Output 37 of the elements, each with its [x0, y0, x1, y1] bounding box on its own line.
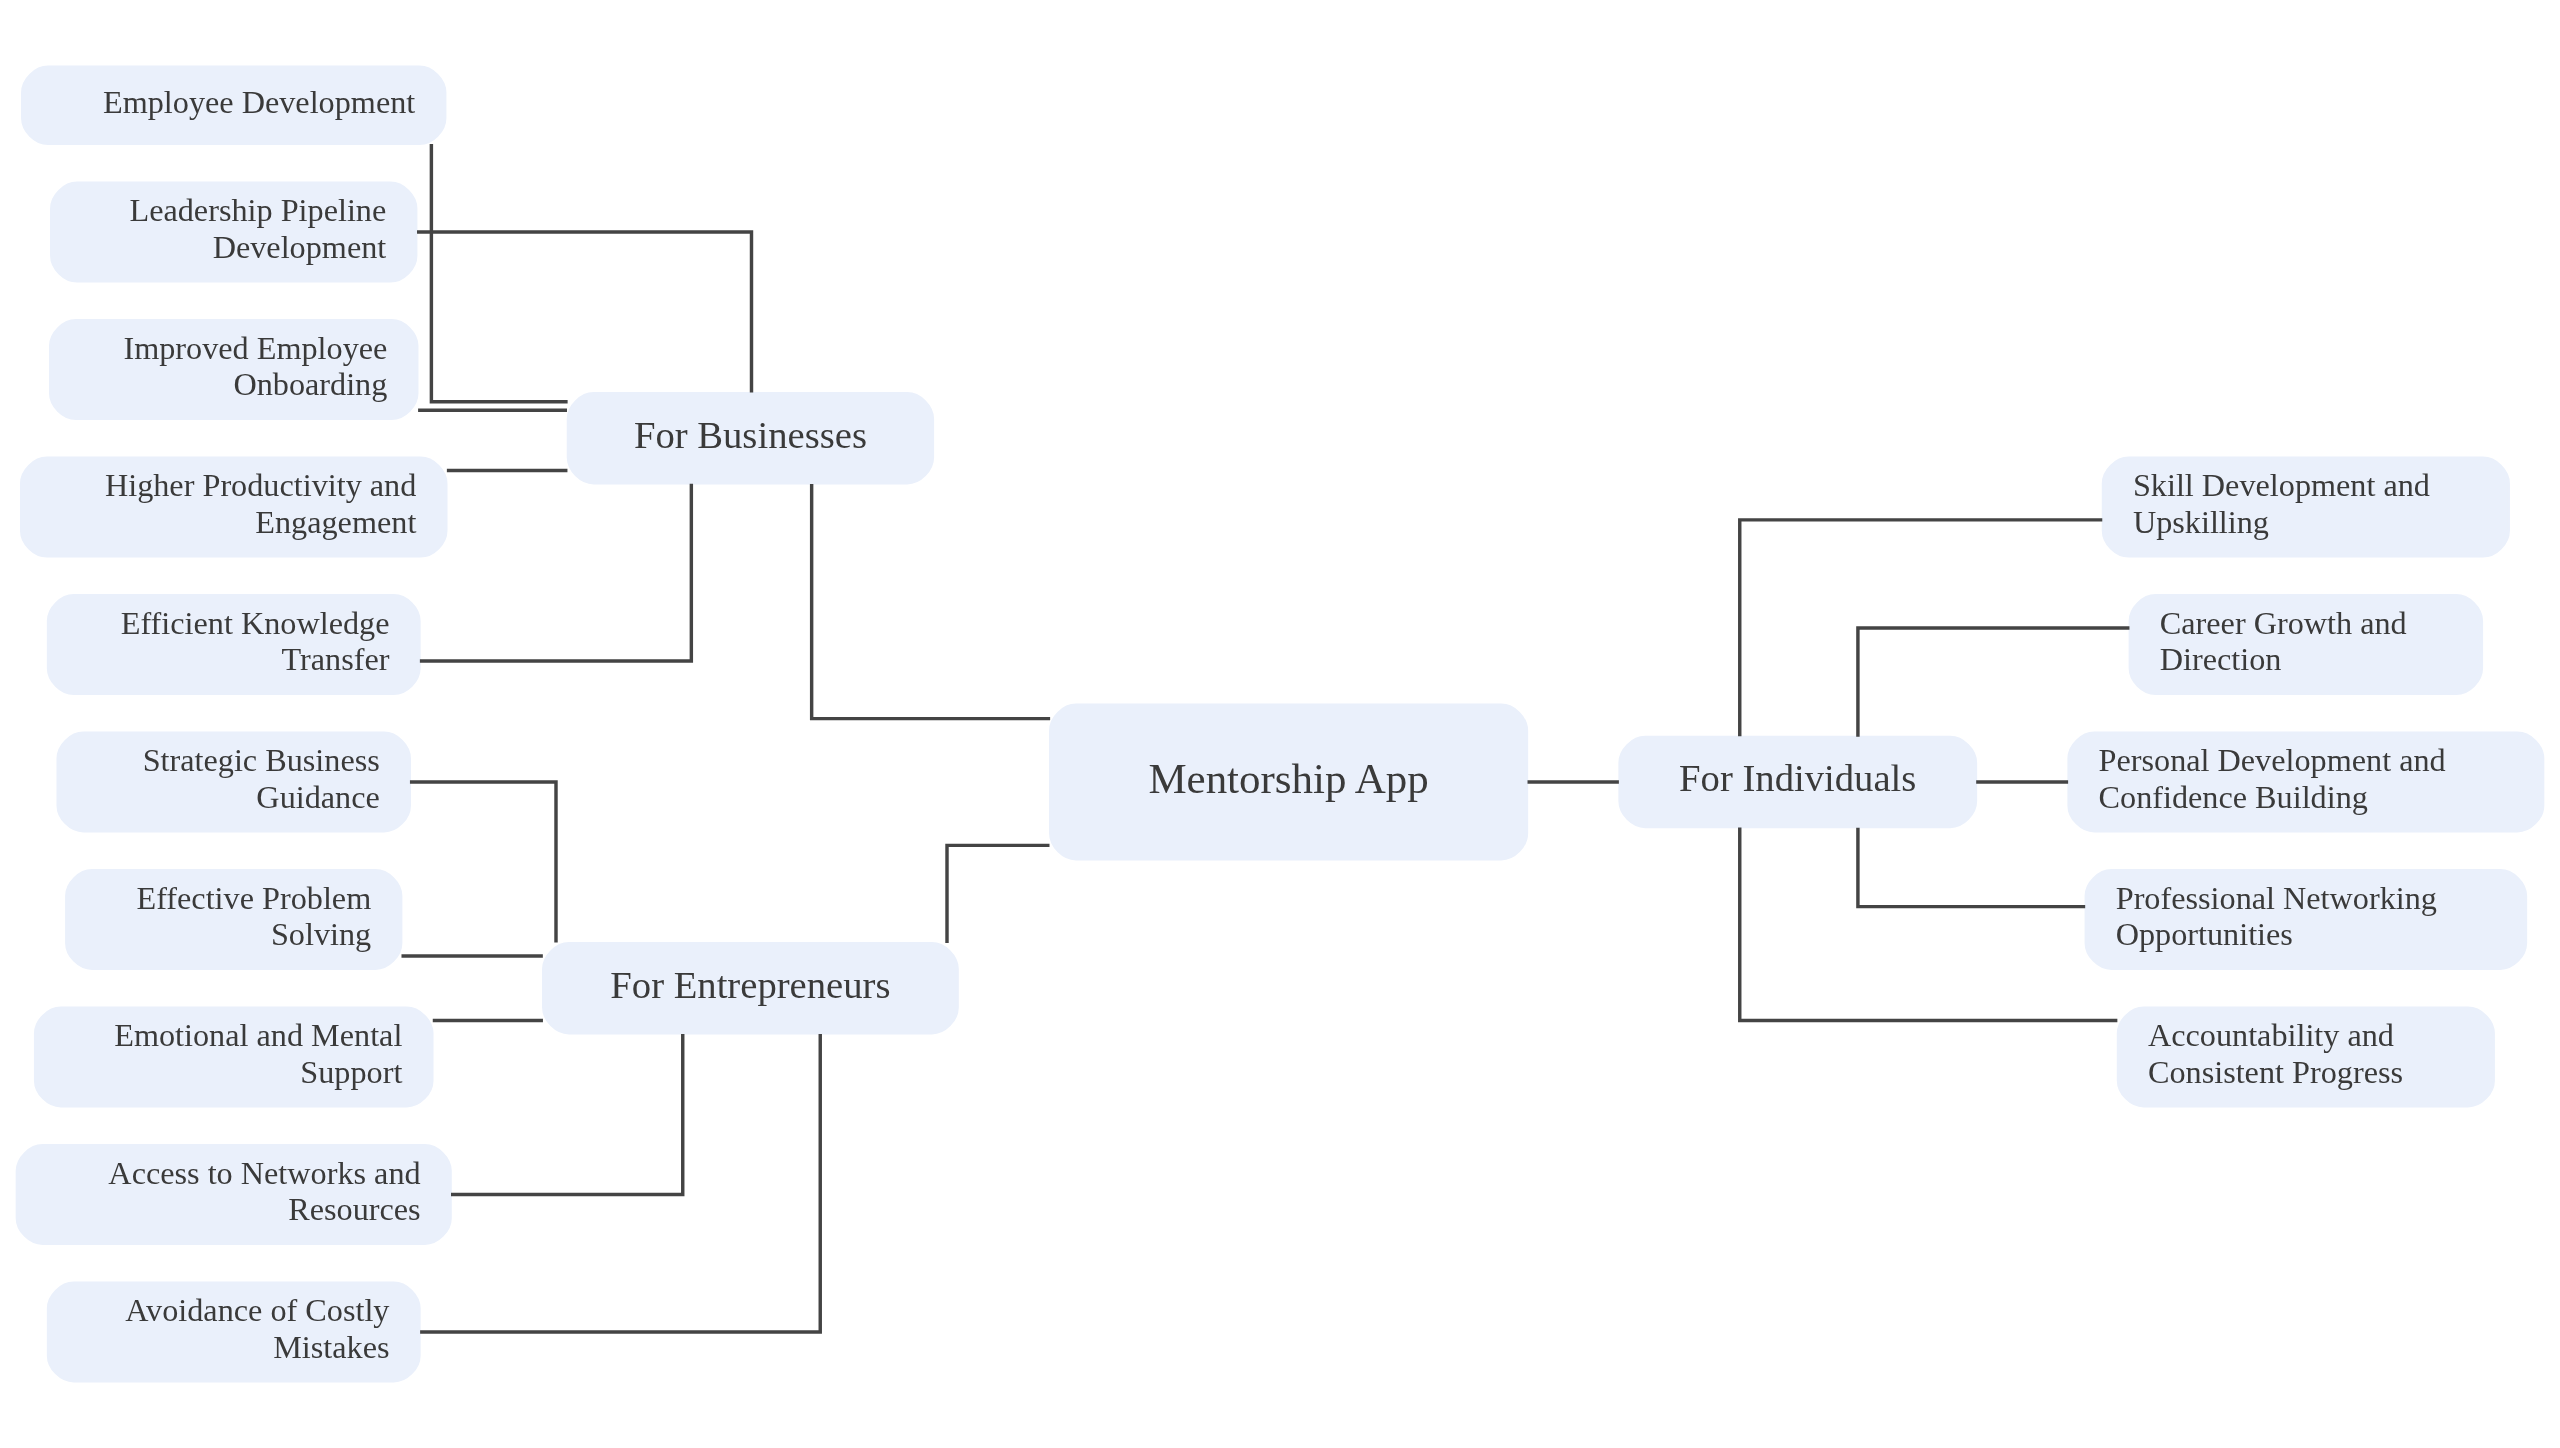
node-box: Emotional and Mental Support	[33, 1006, 434, 1108]
connector	[809, 483, 1051, 721]
node-box: Access to Networks and Resources	[15, 1144, 452, 1245]
node-box: For Businesses	[566, 392, 935, 485]
connector	[417, 230, 754, 393]
connector	[401, 954, 543, 958]
connector	[1856, 626, 2130, 737]
connector	[1856, 827, 2086, 909]
node-box: Higher Productivity and Engagement	[19, 456, 448, 558]
connector	[1527, 780, 1619, 784]
node-box: For Entrepreneurs	[542, 942, 959, 1035]
connector	[1738, 518, 2103, 737]
connector	[419, 483, 694, 663]
connector	[429, 144, 568, 404]
node-box: Professional Networking Opportunities	[2084, 869, 2528, 970]
node-box: Effective Problem Solving	[65, 869, 403, 970]
connector	[446, 468, 568, 473]
connector	[432, 1018, 543, 1023]
connector	[1976, 780, 2069, 784]
node-box: Mentorship App	[1049, 703, 1529, 861]
node-box: Avoidance of Costly Mistakes	[46, 1281, 421, 1383]
node-box: Personal Development and Confidence Building	[2067, 731, 2545, 833]
node-box: Career Growth and Direction	[2128, 594, 2484, 695]
connector	[409, 780, 558, 943]
node-box: Leadership Pipeline Development	[50, 181, 418, 283]
node-box: Improved Employee Onboarding	[48, 319, 419, 420]
node-box: Strategic Business Guidance	[56, 731, 411, 833]
connector	[420, 1033, 822, 1334]
node-box: Employee Development	[21, 65, 447, 145]
node-box: Efficient Knowledge Transfer	[46, 594, 421, 695]
connector	[945, 843, 1050, 944]
connector	[451, 1034, 685, 1197]
node-box: Accountability and Consistent Progress	[2116, 1006, 2495, 1108]
node-box: Skill Development and Upskilling	[2101, 456, 2510, 558]
connector	[418, 408, 567, 413]
node-box: For Individuals	[1618, 735, 1978, 829]
connector	[1738, 827, 2118, 1023]
